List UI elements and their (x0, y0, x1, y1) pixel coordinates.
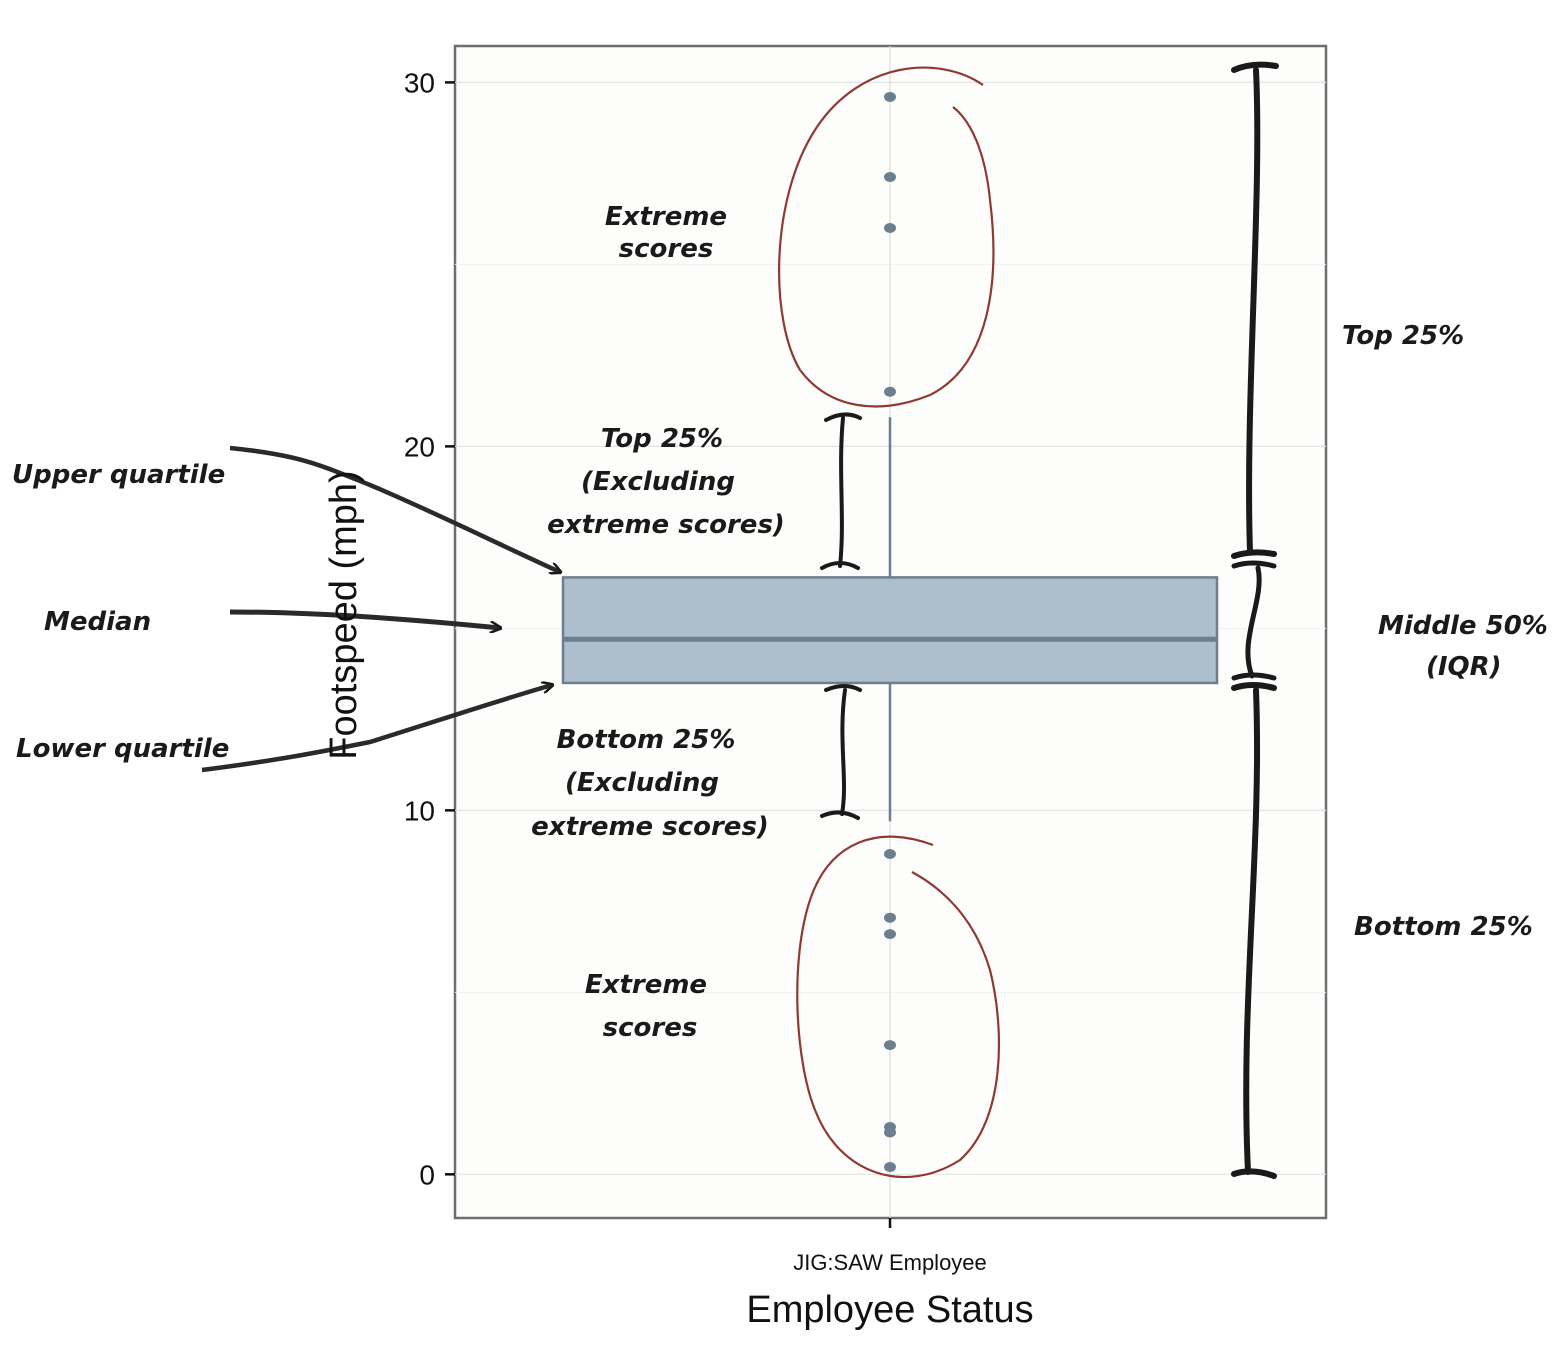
bracket-top25-right (1231, 61, 1279, 559)
x-axis-title: Employee Status (746, 1289, 1033, 1331)
bracket-middle50-right (1231, 560, 1277, 681)
arrow-median (229, 609, 500, 628)
label-extreme-top-1: Extreme (605, 202, 727, 232)
bracket-top25-inner (820, 412, 862, 570)
outlier-point (884, 1127, 896, 1138)
label-upper-quartile: Upper quartile (12, 460, 225, 490)
y-tick-label: 30 (404, 67, 435, 98)
y-axis-ticks: 0 10 20 30 (404, 67, 455, 1190)
label-bottom25-right: Bottom 25% (1354, 912, 1533, 942)
outlier-point (884, 91, 896, 102)
label-middle50-right-2: (IQR) (1426, 652, 1502, 682)
label-top25-inner-2: (Excluding (581, 467, 735, 497)
y-axis-title: Footspeed (mph) (323, 470, 365, 759)
arrow-upper-quartile (229, 445, 560, 572)
label-bottom25-inner-2: (Excluding (565, 768, 719, 798)
label-top25-inner-1: Top 25% (601, 424, 723, 454)
outlier-point (884, 386, 896, 397)
extreme-bottom-circle (796, 835, 1000, 1179)
outlier-point (884, 912, 896, 923)
iqr-box (561, 576, 1219, 685)
outlier-point (884, 1162, 896, 1173)
x-tick-label: JIG:SAW Employee (793, 1250, 987, 1275)
label-extreme-top-2: scores (619, 234, 714, 264)
extreme-top-circle (778, 66, 995, 408)
y-tick-label: 20 (404, 431, 435, 462)
bracket-bottom25-inner (820, 684, 862, 820)
arrow-lower-quartile (201, 685, 552, 773)
bracket-bottom25-right (1231, 682, 1277, 1179)
label-lower-quartile: Lower quartile (16, 734, 229, 764)
label-middle50-right-1: Middle 50% (1378, 611, 1548, 641)
y-tick-label: 0 (419, 1159, 435, 1190)
label-extreme-bottom-2: scores (603, 1013, 698, 1043)
outlier-point (884, 929, 896, 940)
label-top25-right: Top 25% (1342, 321, 1464, 351)
label-extreme-bottom-1: Extreme (585, 970, 707, 1000)
label-top25-inner-3: extreme scores) (547, 510, 785, 540)
outlier-point (884, 1040, 896, 1051)
label-bottom25-inner-1: Bottom 25% (557, 725, 736, 755)
label-median: Median (44, 607, 151, 637)
label-bottom25-inner-3: extreme scores) (531, 812, 769, 842)
outlier-point (884, 222, 896, 233)
outlier-points (884, 91, 896, 1173)
outlier-point (884, 172, 896, 183)
y-tick-label: 10 (404, 795, 435, 826)
outlier-point (884, 849, 896, 860)
